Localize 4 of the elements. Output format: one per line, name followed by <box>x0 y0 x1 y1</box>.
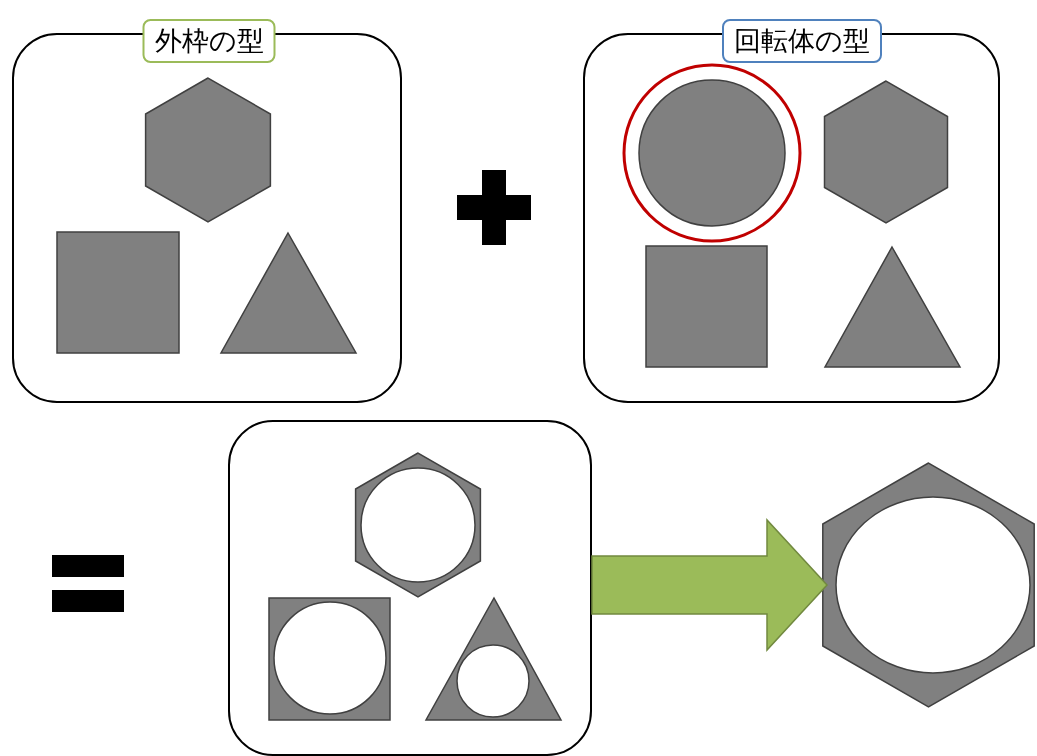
block-arrow <box>591 518 829 652</box>
panel-title: 回転体の型 <box>722 19 882 63</box>
panel-title: 外枠の型 <box>142 19 276 63</box>
hexagon-ring-shape <box>825 462 1032 708</box>
